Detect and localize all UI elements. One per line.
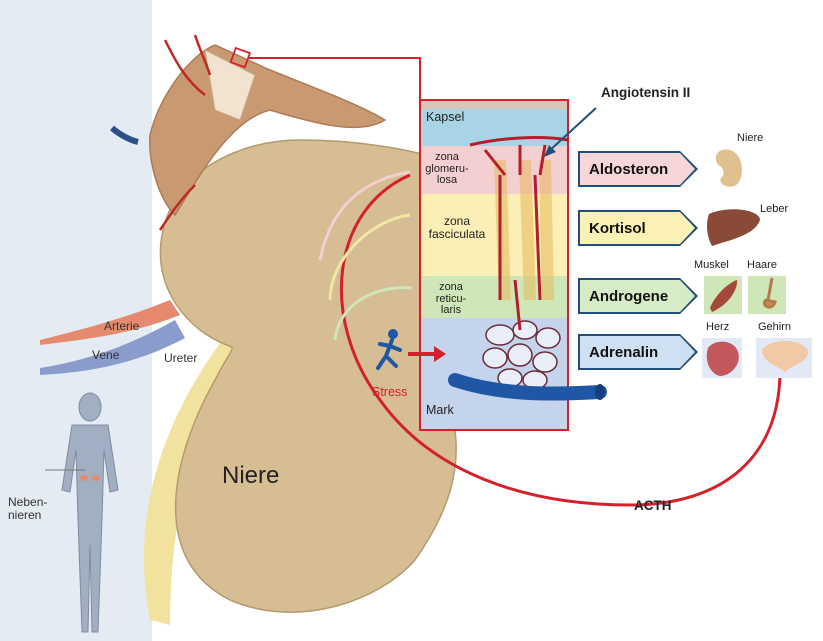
- adrenalin-arrow: Adrenalin: [578, 334, 680, 370]
- target-herz-label: Herz: [706, 322, 729, 334]
- arterie-label: Arterie: [104, 320, 139, 333]
- kapsel-label: Kapsel: [426, 111, 464, 124]
- haare-icon-bg: [748, 276, 786, 314]
- target-muskel-label: Muskel: [694, 260, 729, 272]
- zona-fasciculata-label: zona fasciculata: [424, 215, 490, 240]
- aldosteron-arrow: Aldosteron: [578, 151, 680, 187]
- aldosteron-label: Aldosteron: [589, 161, 668, 178]
- zone-kapsel-top: [421, 101, 567, 109]
- adrenalin-label: Adrenalin: [589, 344, 658, 361]
- kortisol-label: Kortisol: [589, 220, 646, 237]
- zona-glomerulosa-label: zona glomeru- losa: [422, 152, 472, 187]
- vein-opening: [595, 384, 605, 400]
- acth-label: ACTH: [634, 499, 672, 513]
- zona-reticularis-label: zona reticu- laris: [424, 282, 478, 317]
- stress-label: Stress: [372, 386, 407, 399]
- androgene-label: Androgene: [589, 288, 668, 305]
- target-gehirn-label: Gehirn: [758, 322, 791, 334]
- vene-label: Vene: [92, 349, 119, 362]
- angiotensin-label: Angiotensin II: [601, 86, 690, 100]
- target-niere-label: Niere: [737, 133, 763, 145]
- mark-label: Mark: [426, 404, 454, 417]
- nebennieren-marker-left: [80, 475, 88, 481]
- target-haare-label: Haare: [747, 260, 777, 272]
- kortisol-arrow: Kortisol: [578, 210, 680, 246]
- nebennieren-marker-right: [92, 475, 100, 481]
- target-leber-label: Leber: [760, 204, 788, 216]
- nebennieren-label: Neben- nieren: [8, 496, 47, 521]
- runner-head: [388, 329, 398, 339]
- androgene-arrow: Androgene: [578, 278, 680, 314]
- ureter-label: Ureter: [164, 352, 197, 365]
- niere-main-label: Niere: [222, 463, 279, 488]
